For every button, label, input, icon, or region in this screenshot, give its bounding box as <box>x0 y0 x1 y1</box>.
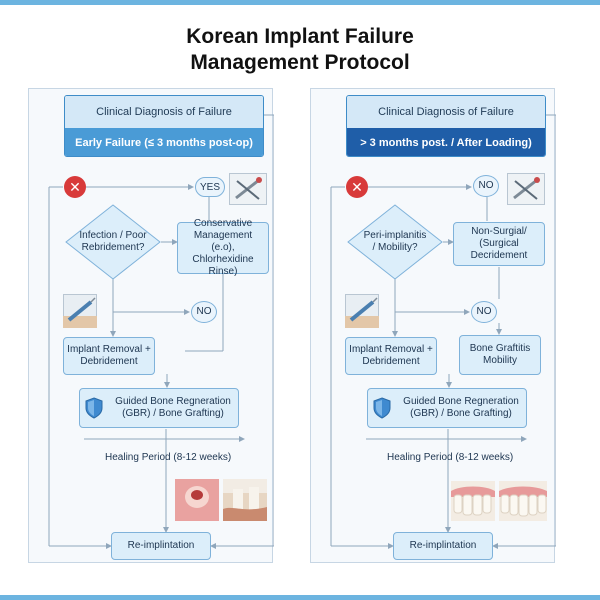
x-icon: ✕ <box>346 176 368 198</box>
right-gbr-text: Guided Bone Regneration (GBR) / Bone Gra… <box>403 396 519 419</box>
teeth-photo <box>499 481 547 521</box>
shield-icon <box>85 397 103 419</box>
right-header-title: Clinical Diagnosis of Failure <box>347 96 545 128</box>
bone-graft-box: Bone Graftitis Mobility <box>459 335 541 375</box>
bottom-accent-bar <box>0 595 600 600</box>
right-connectors <box>330 114 556 549</box>
left-header-subtitle: Early Failure (≤ 3 months post-op) <box>65 128 263 156</box>
left-decision-diamond: Infection / Poor Rebridement? <box>65 204 161 280</box>
nonsurgical-box: Non-Surgial/ (Surgical Decridement <box>453 222 545 266</box>
syringe-icon <box>345 294 379 328</box>
tools-icon <box>507 173 545 205</box>
shield-icon <box>373 397 391 419</box>
right-reimplantation-box: Re-implintation <box>393 532 493 560</box>
left-implant-removal-box: Implant Removal + Debridement <box>63 337 155 375</box>
left-diagnosis-header: Clinical Diagnosis of Failure Early Fail… <box>64 95 264 157</box>
left-gbr-text: Guided Bone Regneration (GBR) / Bone Gra… <box>115 396 231 419</box>
late-failure-panel: Clinical Diagnosis of Failure > 3 months… <box>310 88 556 563</box>
page-title: Korean Implant Failure Management Protoc… <box>0 24 600 76</box>
right-healing-period: Healing Period (8-12 weeks) <box>387 452 514 463</box>
left-header-title: Clinical Diagnosis of Failure <box>65 96 263 128</box>
right-diagnosis-header: Clinical Diagnosis of Failure > 3 months… <box>346 95 546 157</box>
x-icon: ✕ <box>64 176 86 198</box>
title-line-2: Management Protocol <box>190 51 410 74</box>
early-failure-panel: Clinical Diagnosis of Failure Early Fail… <box>28 88 274 563</box>
bone-photo <box>223 479 267 521</box>
right-no-label: NO <box>471 301 497 323</box>
top-accent-bar <box>0 0 600 5</box>
yes-label: YES <box>195 177 225 197</box>
left-no-label: NO <box>191 301 217 323</box>
left-connectors <box>48 114 274 549</box>
conservative-management-box: Conservative Management (e.o), Chlorhexi… <box>177 218 269 277</box>
title-line-1: Korean Implant Failure <box>186 25 414 48</box>
left-decision-text: Infection / Poor Rebridement? <box>79 230 147 253</box>
left-healing-period: Healing Period (8-12 weeks) <box>105 452 232 463</box>
right-no-label-top: NO <box>473 175 499 197</box>
right-header-subtitle: > 3 months post. / After Loading) <box>347 128 545 156</box>
teeth-photo <box>451 481 495 521</box>
right-gbr-box: Guided Bone Regneration (GBR) / Bone Gra… <box>367 388 527 428</box>
left-gbr-box: Guided Bone Regneration (GBR) / Bone Gra… <box>79 388 239 428</box>
right-decision-diamond: Peri-implanitis / Mobility? <box>347 204 443 280</box>
tools-icon <box>229 173 267 205</box>
left-reimplantation-box: Re-implintation <box>111 532 211 560</box>
gum-photo <box>175 479 219 521</box>
syringe-icon <box>63 294 97 328</box>
right-decision-text: Peri-implanitis / Mobility? <box>363 230 427 253</box>
right-implant-removal-box: Implant Removal + Debridement <box>345 337 437 375</box>
